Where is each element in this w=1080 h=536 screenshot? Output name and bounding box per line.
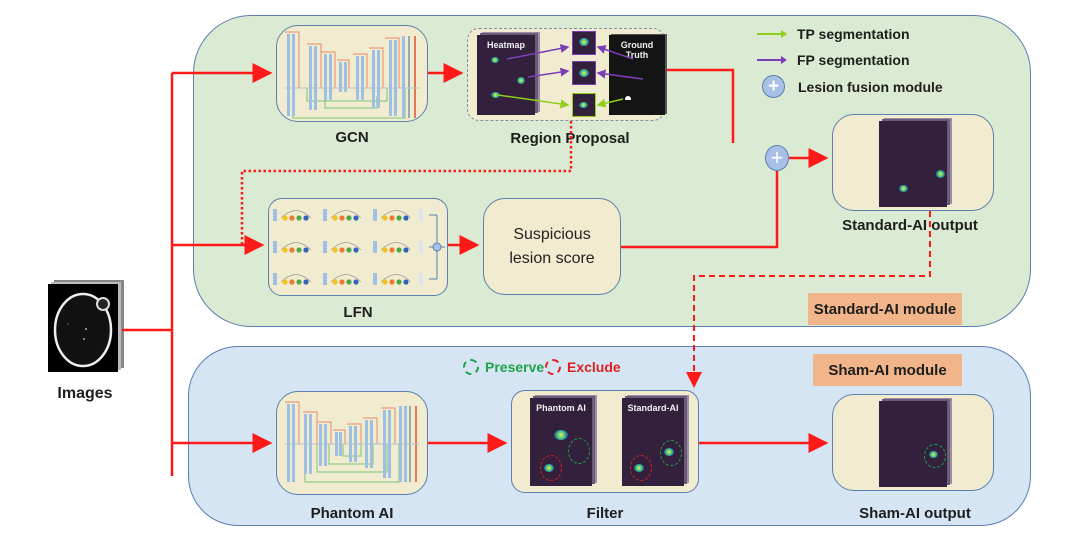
fp-arrow bbox=[527, 67, 570, 78]
fp-arrow-icon bbox=[757, 56, 787, 64]
dense-block-node bbox=[282, 215, 288, 221]
suspicious-line-1: Suspicious bbox=[513, 225, 591, 243]
tp-arrow bbox=[497, 94, 570, 109]
unet-diagram-icon bbox=[285, 401, 419, 483]
exclude-circle bbox=[630, 455, 652, 481]
preserve-circle-icon bbox=[463, 359, 479, 375]
filter-phantom-ai-card: Phantom AI bbox=[530, 398, 592, 486]
dense-block-node bbox=[396, 247, 402, 253]
lesion-fusion-node[interactable]: + bbox=[765, 145, 789, 171]
dense-block-node bbox=[282, 247, 288, 253]
suspicious-line-2: lesion score bbox=[509, 249, 595, 267]
dense-block-node bbox=[332, 247, 338, 253]
dense-block-node bbox=[353, 279, 359, 285]
images-label: Images bbox=[57, 385, 113, 402]
dense-block-node bbox=[296, 247, 302, 253]
ct-brain-scan-image bbox=[48, 284, 118, 372]
dense-block-node bbox=[353, 215, 359, 221]
preserve-circle bbox=[660, 440, 682, 466]
exclude-circle-icon bbox=[545, 359, 561, 375]
filter-box[interactable]: Phantom AI Standard-AI bbox=[511, 390, 699, 493]
heatmap-title: Heatmap bbox=[486, 40, 525, 50]
filter-card-title: Standard-AI bbox=[627, 403, 679, 413]
suspicious-lesion-score-box[interactable]: Suspicious lesion score bbox=[483, 198, 621, 295]
dense-block-node bbox=[403, 279, 409, 285]
dense-block-node bbox=[289, 279, 295, 285]
legend-fp: FP segmentation bbox=[757, 52, 910, 68]
dense-block-node bbox=[382, 215, 388, 221]
dense-block-node bbox=[353, 247, 359, 253]
dense-block-node bbox=[303, 279, 309, 285]
sham-ai-output-map bbox=[879, 401, 947, 487]
lfn-label: LFN bbox=[343, 304, 373, 321]
fp-arrow bbox=[506, 44, 570, 60]
standard-ai-module-tag: Standard-AI module bbox=[808, 293, 962, 325]
dense-block-node bbox=[396, 215, 402, 221]
sham-ai-output-label: Sham-AI output bbox=[859, 505, 971, 522]
dense-block-node bbox=[339, 215, 345, 221]
crop-fp-1 bbox=[572, 31, 596, 55]
dense-block-node bbox=[403, 247, 409, 253]
dense-block-node bbox=[389, 279, 395, 285]
filter-standard-ai-card: Standard-AI bbox=[622, 398, 684, 486]
gcn-label: GCN bbox=[335, 129, 369, 146]
region-proposal-box[interactable]: Heatmap Ground Truth bbox=[467, 28, 665, 121]
legend-exclude: Exclude bbox=[545, 359, 621, 375]
region-proposal-label: Region Proposal bbox=[510, 130, 630, 147]
lesion-fusion-icon: + bbox=[762, 75, 785, 98]
exclude-circle bbox=[540, 455, 562, 481]
tp-arrow-icon bbox=[757, 30, 787, 38]
preserve-circle bbox=[568, 438, 590, 464]
ct-image-stack bbox=[48, 280, 124, 374]
legend-fusion: + Lesion fusion module bbox=[762, 75, 943, 98]
legend-preserve: Preserve bbox=[463, 359, 544, 375]
dense-block-node bbox=[339, 279, 345, 285]
dense-block-node bbox=[346, 279, 352, 285]
preserve-circle bbox=[924, 444, 946, 468]
sham-ai-module-tag: Sham-AI module bbox=[813, 354, 962, 386]
dense-block-node bbox=[346, 215, 352, 221]
dense-block-node bbox=[303, 247, 309, 253]
standard-ai-output-box[interactable] bbox=[832, 114, 994, 211]
sham-ai-output-box[interactable] bbox=[832, 394, 994, 491]
fp-arrow bbox=[596, 45, 634, 60]
dense-block-node bbox=[389, 247, 395, 253]
dense-block-node bbox=[303, 215, 309, 221]
dense-block-node bbox=[382, 247, 388, 253]
standard-ai-output-label: Standard-AI output bbox=[842, 217, 978, 234]
dense-block-node bbox=[389, 215, 395, 221]
crop-fp-2 bbox=[572, 61, 596, 85]
dense-block-node bbox=[346, 247, 352, 253]
ground-truth-title: Ground Truth bbox=[620, 40, 654, 60]
tp-arrow bbox=[596, 98, 624, 108]
crop-tp bbox=[572, 93, 596, 117]
dense-block-node bbox=[339, 247, 345, 253]
dense-block-node bbox=[403, 215, 409, 221]
filter-card-title: Phantom AI bbox=[536, 403, 586, 413]
lfn-network-box[interactable] bbox=[268, 198, 448, 296]
unet-diagram-icon bbox=[285, 31, 419, 119]
phantom-ai-network-box[interactable] bbox=[276, 391, 428, 495]
standard-ai-output-map bbox=[879, 121, 947, 207]
lfn-diagram-icon bbox=[273, 209, 445, 285]
filter-label: Filter bbox=[586, 505, 624, 522]
gcn-network-box[interactable] bbox=[276, 25, 428, 122]
dense-block-node bbox=[282, 279, 288, 285]
dense-block-node bbox=[332, 215, 338, 221]
phantom-ai-label: Phantom AI bbox=[310, 505, 394, 522]
dense-block-node bbox=[296, 279, 302, 285]
dense-block-node bbox=[332, 279, 338, 285]
heatmap-card: Heatmap bbox=[477, 35, 535, 115]
fp-arrow bbox=[596, 69, 644, 80]
dense-block-node bbox=[382, 279, 388, 285]
dense-block-node bbox=[296, 215, 302, 221]
legend-tp: TP segmentation bbox=[757, 26, 910, 42]
dense-block-node bbox=[396, 279, 402, 285]
dense-block-node bbox=[289, 247, 295, 253]
dense-block-node bbox=[289, 215, 295, 221]
